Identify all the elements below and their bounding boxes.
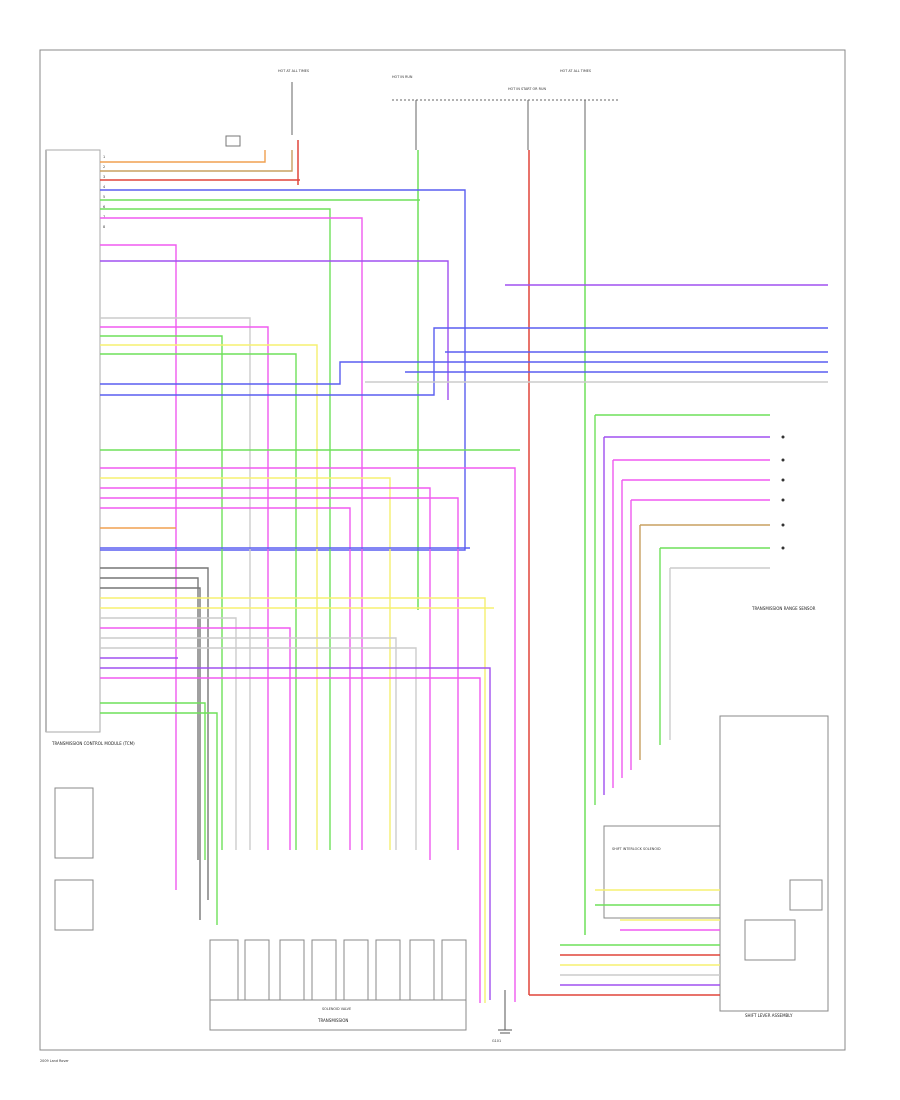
tcm-sub-box-1 (54, 787, 94, 859)
transmission-label: TRANSMISSION (317, 1018, 348, 1023)
ground-symbol (498, 990, 512, 1034)
svg-text:4: 4 (103, 185, 105, 189)
shift-wires (529, 889, 720, 996)
svg-text:3: 3 (103, 175, 105, 179)
diagram-frame (39, 49, 846, 1051)
switch-box (789, 879, 823, 911)
fuse-group (291, 82, 620, 150)
solenoid-label: SOLENOID VALVE (322, 1007, 351, 1011)
tcm-pin-labels: 1 2 3 4 5 6 7 8 (103, 155, 105, 229)
fuse-label-a: HOT AT ALL TIMES (278, 69, 309, 73)
range-sensor-label: TRANSMISSION RANGE SENSOR (751, 606, 816, 611)
svg-text:5: 5 (103, 195, 105, 199)
tcm-sub-box-2 (54, 879, 94, 931)
svg-text:2: 2 (103, 165, 105, 169)
interlock-box (603, 825, 721, 919)
tcm-connector (45, 149, 101, 733)
right-wires (365, 284, 828, 805)
fuse-label-b: HOT IN RUN (392, 75, 413, 79)
solenoid-box (744, 919, 796, 961)
ground-label: G101 (492, 1039, 501, 1043)
fuse-label-d: HOT AT ALL TIMES (560, 69, 591, 73)
svg-text:8: 8 (103, 225, 105, 229)
svg-text:7: 7 (103, 215, 105, 219)
interlock-label: SHIFT INTERLOCK SOLENOID (612, 847, 661, 851)
shift-lever-label: SHIFT LEVER ASSEMBLY (745, 1013, 793, 1018)
tcm-wires (100, 150, 828, 1003)
svg-text:6: 6 (103, 205, 105, 209)
solenoid-blocks (209, 939, 467, 1031)
tcm-label: TRANSMISSION CONTROL MODULE (TCM) (51, 741, 135, 746)
connector-dots (781, 435, 785, 550)
fuse-label-c: HOT IN START OR RUN (508, 87, 546, 91)
shift-lever-box (719, 715, 829, 1012)
svg-text:1: 1 (103, 155, 105, 159)
connector-c1 (225, 135, 241, 147)
footer-label: 2009 Land Rover (40, 1059, 69, 1063)
